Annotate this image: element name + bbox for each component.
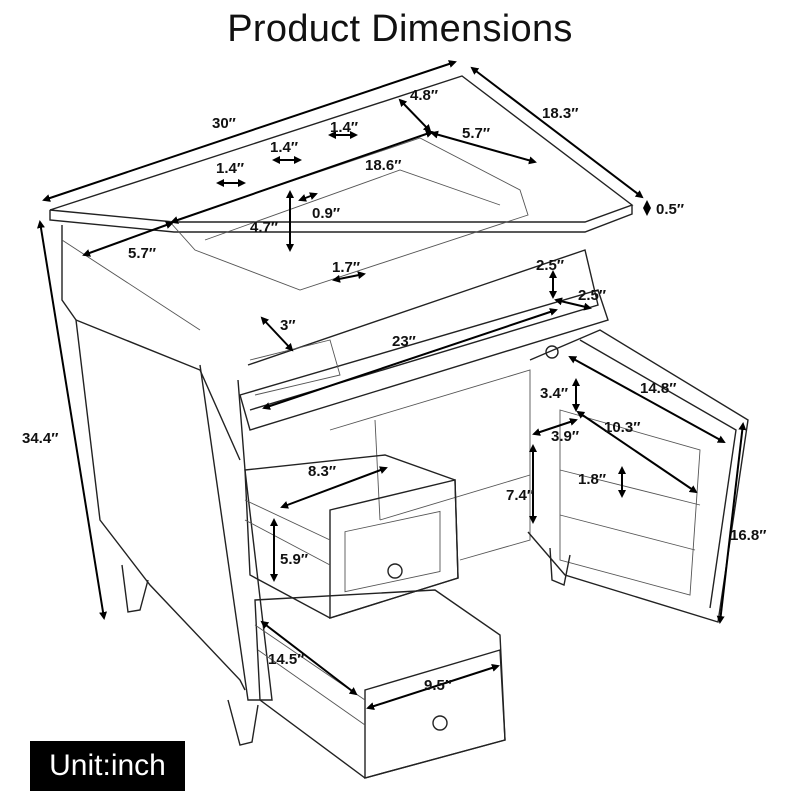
label-hole-center: 1.4″ <box>270 139 298 156</box>
label-front-gap: 3″ <box>280 317 296 334</box>
label-shelf-side: 3.9″ <box>551 428 579 445</box>
dimension-labels: 30″ 18.3″ 4.8″ 5.7″ 18.6″ 5.7″ 1.4″ 1.4″… <box>22 87 766 694</box>
arrow-shelf-side <box>532 418 578 436</box>
label-door-panel-height: 16.8″ <box>730 527 766 544</box>
arrow-drawer-width <box>280 466 388 509</box>
label-hole-left: 1.4″ <box>216 160 244 177</box>
label-right-deck: 5.7″ <box>462 125 490 142</box>
label-shelf-rail: 1.8″ <box>578 471 606 488</box>
label-drawer-width: 8.3″ <box>308 463 336 480</box>
label-width-top: 30″ <box>212 115 236 132</box>
arrow-door-height <box>568 356 726 443</box>
arrow-drain <box>332 271 366 283</box>
label-left-deck: 5.7″ <box>128 245 156 262</box>
label-basin-depth: 4.7″ <box>250 219 278 236</box>
arrow-overall-height <box>37 220 107 620</box>
arrow-drawer-depth <box>260 620 358 696</box>
arrow-drawer-front-width <box>366 664 500 710</box>
label-depth-side: 18.3″ <box>542 105 578 122</box>
label-tray-depth: 2.5″ <box>578 287 606 304</box>
arrow-right-deck <box>430 130 537 165</box>
dimension-arrows <box>37 60 747 710</box>
label-overall-height: 34.4″ <box>22 430 58 447</box>
label-shelf-gap: 3.4″ <box>540 385 568 402</box>
label-drawer-front-width: 9.5″ <box>424 677 452 694</box>
arrow-depth-side <box>470 66 644 199</box>
arrow-tray-depth <box>554 297 592 311</box>
label-drawer-depth: 14.5″ <box>268 651 304 668</box>
arrow-overflow <box>298 192 318 202</box>
label-top-thickness: 0.5″ <box>656 201 684 218</box>
arrow-tray-width <box>262 308 558 410</box>
label-drain: 1.7″ <box>332 259 360 276</box>
label-overflow: 0.9″ <box>312 205 340 222</box>
label-door-height: 14.8″ <box>640 380 676 397</box>
label-tray-height: 2.5″ <box>536 257 564 274</box>
arrow-door-panel-height <box>716 422 747 624</box>
arrow-width-top <box>42 60 457 202</box>
label-hole-right: 1.4″ <box>330 119 358 136</box>
label-cabinet-height: 7.4″ <box>506 487 534 504</box>
arrow-shelf-depth <box>576 410 698 494</box>
label-shelf-depth: 10.3″ <box>604 419 640 436</box>
vanity-line-art <box>49 75 749 779</box>
page-title: Product Dimensions <box>227 8 573 50</box>
label-back-splash: 4.8″ <box>410 87 438 104</box>
unit-badge: Unit:inch <box>30 741 185 791</box>
arrow-back-splash <box>398 98 432 133</box>
label-basin-width: 18.6″ <box>365 157 401 174</box>
arrow-basin-width <box>170 130 434 224</box>
label-drawer-height: 5.9″ <box>280 551 308 568</box>
label-tray-width: 23″ <box>392 333 416 350</box>
